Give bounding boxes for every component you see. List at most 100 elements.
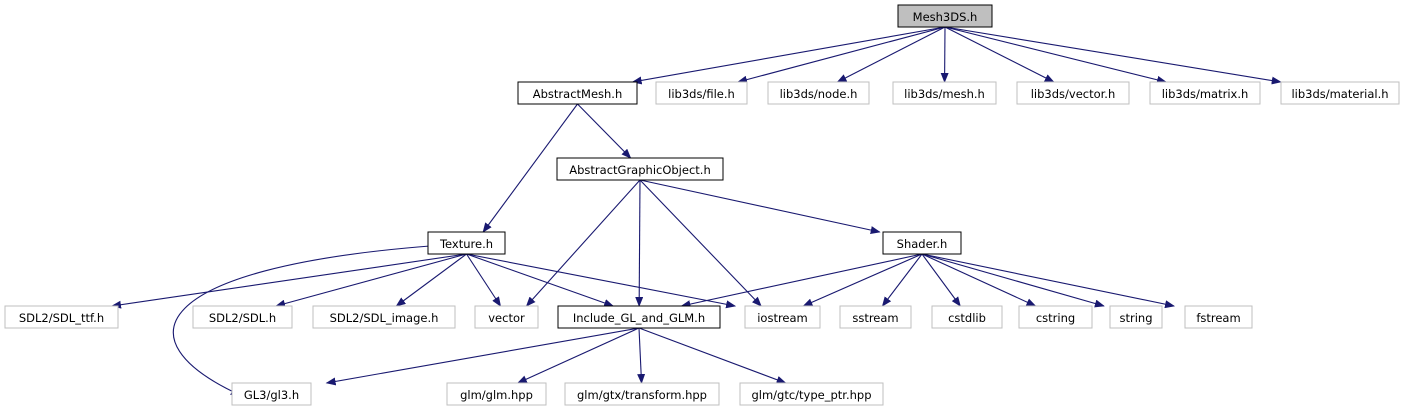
node-fstream[interactable]: fstream [1184,305,1253,329]
edge-include_gl-to-glm_glm [516,327,640,384]
node-box-cstdlib [931,305,1003,329]
node-iostream[interactable]: iostream [744,305,821,329]
node-lib_material[interactable]: lib3ds/material.h [1280,81,1400,105]
edge-include_gl-to-gl3 [325,327,640,386]
node-label-string: string [1119,311,1152,325]
node-lib_vector[interactable]: lib3ds/vector.h [1016,81,1130,105]
node-string[interactable]: string [1109,305,1163,329]
node-box-cstring [1018,305,1093,329]
node-texture[interactable]: Texture.h [427,231,506,255]
node-box-abstractmesh [517,81,638,105]
node-label-lib_matrix: lib3ds/matrix.h [1162,87,1249,101]
edge-shader-to-cstring [921,253,1037,307]
node-box-lib_matrix [1149,81,1261,105]
edge-shader-to-sstream [881,253,923,307]
edge-mesh3ds-to-lib_material [944,26,1282,85]
edge-texture-to-sdl_image [395,253,467,307]
edge-mesh3ds-to-lib_file [737,26,946,84]
node-label-cstring: cstring [1036,311,1075,325]
edge-include_gl-to-glm_transform [637,327,646,384]
node-box-glm_glm [446,382,547,406]
node-sdl_ttf[interactable]: SDL2/SDL_ttf.h [4,305,119,329]
node-include_gl[interactable]: Include_GL_and_GLM.h [557,305,721,329]
node-lib_mesh[interactable]: lib3ds/mesh.h [892,81,997,105]
edge-abstractgraphic-to-vector [525,179,641,307]
node-glm_typeptr[interactable]: glm/gtc/type_ptr.hpp [739,382,884,406]
node-label-gl3: GL3/gl3.h [244,388,299,402]
node-box-sdl [192,305,293,329]
edge-texture-to-include_gl [466,253,615,307]
node-box-glm_transform [564,382,720,406]
edge-texture-to-vector [466,253,502,307]
node-label-sdl: SDL2/SDL.h [209,311,276,325]
node-box-lib_mesh [892,81,997,105]
node-lib_node[interactable]: lib3ds/node.h [767,81,870,105]
node-label-sdl_ttf: SDL2/SDL_ttf.h [19,311,104,325]
node-box-fstream [1184,305,1253,329]
node-label-lib_file: lib3ds/file.h [668,87,735,101]
node-abstractmesh[interactable]: AbstractMesh.h [517,81,638,105]
node-sdl_image[interactable]: SDL2/SDL_image.h [312,305,456,329]
node-box-shader [882,231,962,255]
edge-abstractgraphic-to-include_gl [635,179,644,307]
node-label-texture: Texture.h [439,237,493,251]
edge-texture-to-iostream [466,253,737,309]
edge-texture-to-gl3 [172,245,431,396]
edge-shader-to-include_gl [680,253,923,309]
node-box-texture [427,231,506,255]
node-box-sdl_image [312,305,456,329]
node-abstractgraphic[interactable]: AbstractGraphicObject.h [556,157,724,181]
node-label-sstream: sstream [852,311,898,325]
edge-mesh3ds-to-lib_vector [944,26,1055,83]
node-label-include_gl: Include_GL_and_GLM.h [573,311,705,325]
node-label-lib_material: lib3ds/material.h [1291,87,1388,101]
node-lib_file[interactable]: lib3ds/file.h [655,81,748,105]
node-label-fstream: fstream [1196,311,1240,325]
node-box-abstractgraphic [556,157,724,181]
node-box-sstream [839,305,912,329]
node-box-glm_typeptr [739,382,884,406]
node-vector[interactable]: vector [474,305,539,329]
edge-shader-to-iostream [802,253,923,307]
edge-abstractmesh-to-texture [482,103,578,233]
node-glm_glm[interactable]: glm/glm.hpp [446,382,547,406]
node-label-lib_mesh: lib3ds/mesh.h [904,87,985,101]
node-label-mesh3ds: Mesh3DS.h [913,10,978,24]
node-box-lib_material [1280,81,1400,105]
node-mesh3ds[interactable]: Mesh3DS.h [897,4,993,28]
node-box-sdl_ttf [4,305,119,329]
node-box-vector [474,305,539,329]
node-label-abstractgraphic: AbstractGraphicObject.h [569,163,710,177]
node-glm_transform[interactable]: glm/gtx/transform.hpp [564,382,720,406]
node-box-include_gl [557,305,721,329]
node-label-shader: Shader.h [897,237,948,251]
node-label-cstdlib: cstdlib [948,311,986,325]
node-box-lib_node [767,81,870,105]
node-box-lib_file [655,81,748,105]
edge-shader-to-cstdlib [921,253,961,307]
node-sstream[interactable]: sstream [839,305,912,329]
node-lib_matrix[interactable]: lib3ds/matrix.h [1149,81,1261,105]
node-label-glm_glm: glm/glm.hpp [460,388,533,402]
node-cstring[interactable]: cstring [1018,305,1093,329]
edge-mesh3ds-to-lib_matrix [944,26,1167,84]
node-box-iostream [744,305,821,329]
node-label-glm_typeptr: glm/gtc/type_ptr.hpp [751,388,871,402]
node-sdl[interactable]: SDL2/SDL.h [192,305,293,329]
node-box-string [1109,305,1163,329]
node-gl3[interactable]: GL3/gl3.h [231,382,312,406]
node-box-mesh3ds [897,4,993,28]
edge-texture-to-sdl [275,253,467,308]
node-label-sdl_image: SDL2/SDL_image.h [330,311,439,325]
edge-mesh3ds-to-abstractmesh [631,26,946,85]
node-label-vector: vector [488,311,525,325]
node-cstdlib[interactable]: cstdlib [931,305,1003,329]
node-shader[interactable]: Shader.h [882,231,962,255]
node-box-gl3 [231,382,312,406]
node-label-glm_transform: glm/gtx/transform.hpp [577,388,707,402]
node-label-iostream: iostream [757,311,808,325]
node-label-lib_node: lib3ds/node.h [780,87,858,101]
edge-abstractgraphic-to-iostream [639,179,762,307]
